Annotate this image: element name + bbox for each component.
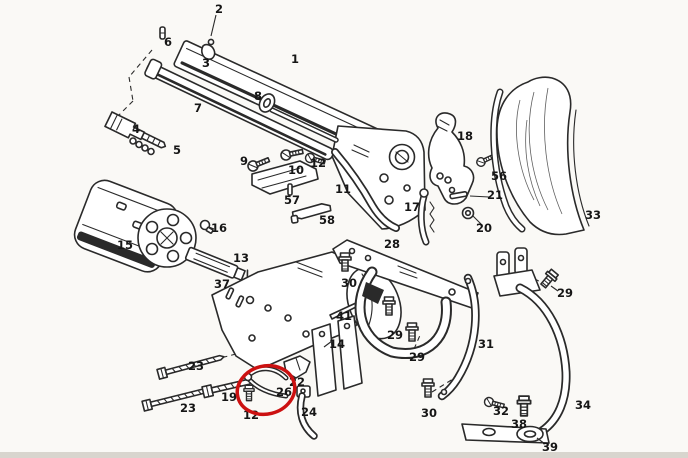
part-label-11: 11 <box>335 182 351 196</box>
leader-line <box>208 226 215 230</box>
leader-line <box>536 437 546 445</box>
part-pins-37 <box>225 287 245 308</box>
part-label-58: 58 <box>319 213 335 227</box>
part-label-30: 30 <box>421 406 437 420</box>
part-pin-6 <box>159 26 166 40</box>
part-label-29: 29 <box>387 328 403 342</box>
part-label-41: 41 <box>336 309 352 323</box>
part-label-9: 9 <box>240 154 248 168</box>
dash-line <box>116 100 134 118</box>
part-label-26: 26 <box>276 385 292 399</box>
part-label-4: 4 <box>132 122 140 136</box>
part-front-strap-31 <box>437 273 480 401</box>
dash-line <box>431 378 454 393</box>
part-label-19: 19 <box>221 390 237 404</box>
leader-line <box>550 285 559 292</box>
label-leader-lines <box>208 14 559 445</box>
part-label-21: 21 <box>487 188 503 202</box>
part-label-2: 2 <box>215 2 223 16</box>
part-label-18: 18 <box>457 129 473 143</box>
part-label-39: 39 <box>542 440 558 454</box>
part-label-6: 6 <box>164 35 172 49</box>
part-label-16: 16 <box>211 221 227 235</box>
part-loading-lever <box>144 58 400 232</box>
part-label-38: 38 <box>511 417 527 431</box>
part-label-12: 12 <box>310 156 326 170</box>
part-label-23: 23 <box>188 359 204 373</box>
leader-line <box>210 14 217 37</box>
dash-line <box>128 76 134 102</box>
part-hand-17 <box>417 188 435 246</box>
part-label-20: 20 <box>476 221 492 235</box>
part-label-28: 28 <box>384 237 400 251</box>
part-label-31: 31 <box>478 337 494 351</box>
dash-line <box>128 49 153 78</box>
part-label-29: 29 <box>557 286 573 300</box>
part-latch-spring <box>129 137 155 156</box>
part-label-57: 57 <box>284 193 300 207</box>
part-roller-20 <box>461 206 475 220</box>
part-label-5: 5 <box>173 143 181 157</box>
part-label-1: 1 <box>291 52 299 66</box>
part-wedge-spring-58 <box>290 203 332 224</box>
part-label-3: 3 <box>202 56 210 70</box>
part-cylinder <box>73 179 197 273</box>
part-trigger-24 <box>296 385 318 440</box>
part-plunger-screw-8 <box>258 93 339 143</box>
part-front-sight <box>207 38 215 46</box>
part-number-labels: 1234567891011121213141516171819202122232… <box>117 2 601 454</box>
part-pin-57 <box>287 183 293 196</box>
part-label-29: 29 <box>409 350 425 364</box>
part-nipple-16 <box>199 219 214 234</box>
part-label-23: 23 <box>180 401 196 415</box>
part-pin-21 <box>449 190 468 200</box>
part-label-10: 10 <box>288 163 304 177</box>
leader-line <box>323 340 333 348</box>
dash-line <box>413 332 422 350</box>
part-grip <box>490 76 590 236</box>
part-label-7: 7 <box>194 101 202 115</box>
part-screw-23a <box>156 354 225 380</box>
part-label-13: 13 <box>233 251 249 265</box>
part-label-33: 33 <box>585 208 601 222</box>
part-wedge-11 <box>251 160 319 195</box>
part-label-32: 32 <box>493 404 509 418</box>
part-hammer <box>427 112 475 205</box>
part-label-14: 14 <box>329 337 345 351</box>
paper-edge-strip <box>0 452 688 458</box>
part-label-15: 15 <box>117 238 133 252</box>
part-label-30: 30 <box>341 276 357 290</box>
part-label-24: 24 <box>301 405 317 419</box>
part-lever-latch <box>104 111 167 149</box>
part-label-17: 17 <box>404 200 420 214</box>
leader-line <box>469 195 490 198</box>
leader-line <box>472 215 482 225</box>
part-washer-39 <box>516 425 544 443</box>
highlight-ellipse <box>235 363 297 417</box>
part-label-56: 56 <box>491 169 507 183</box>
part-barrel-stud <box>201 43 216 60</box>
part-label-34: 34 <box>575 398 591 412</box>
part-label-8: 8 <box>254 89 262 103</box>
part-label-37: 37 <box>214 277 230 291</box>
